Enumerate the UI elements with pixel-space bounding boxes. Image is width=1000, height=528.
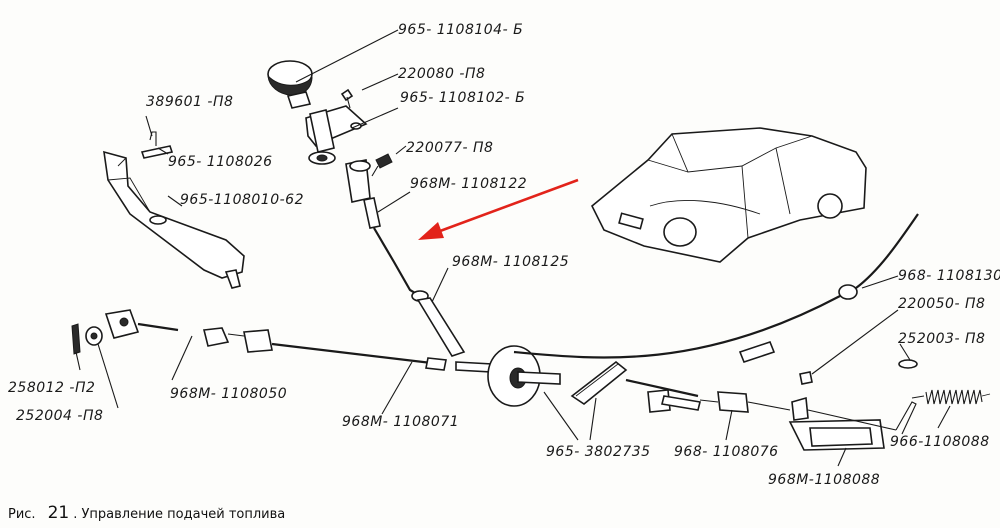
label-968m-1108088: 968М-1108088 <box>768 472 880 488</box>
caption-prefix: Рис. <box>8 507 36 522</box>
cable-sheath-1108125 <box>411 290 466 357</box>
leader-lines <box>75 29 951 467</box>
accelerator-pedal <box>103 150 245 289</box>
washer-252004 <box>85 326 103 346</box>
label-220080-p8: 220080 -П8 <box>398 66 485 82</box>
label-220050-p8: 220050- П8 <box>898 296 985 312</box>
throttle-bracket <box>788 396 917 451</box>
label-389601-p8: 389601 -П8 <box>146 94 233 110</box>
split-pin-258012 <box>71 323 81 355</box>
cable-1108050 <box>203 327 447 371</box>
label-968-1108130: 968- 1108130 <box>898 268 1000 284</box>
bellcrank-lever <box>455 345 628 407</box>
figure-caption: Рис. 21 . Управление подачей топлива <box>8 503 285 523</box>
screw-220080 <box>340 88 354 109</box>
label-966-1108088: 966-1108088 <box>890 434 990 450</box>
caption-number: 21 <box>48 503 70 523</box>
knob-bracket <box>305 105 371 203</box>
label-965-1108102-b: 965- 1108102- Б <box>400 90 525 106</box>
spring-966-1108088 <box>911 389 991 405</box>
car-sketch <box>590 127 867 263</box>
label-965-3802735: 965- 3802735 <box>546 444 651 460</box>
label-968-1108076: 968- 1108076 <box>674 444 779 460</box>
adjuster-1108076 <box>699 391 791 413</box>
label-968m-1108071: 968М- 1108071 <box>342 414 459 430</box>
label-252004-p8: 252004 -П8 <box>16 408 103 424</box>
label-968m-1108050: 968М- 1108050 <box>170 386 287 402</box>
washer-252003 <box>898 359 918 369</box>
screw-220050 <box>799 371 813 385</box>
caption-text: . Управление подачей топлива <box>73 507 285 522</box>
control-knob <box>267 60 313 109</box>
label-258012-p2: 258012 -П2 <box>8 380 95 396</box>
svg-text:Рис. 21 . Управлен: Рис. 21 . Управление подачей топлива <box>8 503 285 523</box>
cable-1108130 <box>513 213 919 363</box>
pedal-pin <box>140 131 174 159</box>
label-965-1108010-62: 965-1108010-62 <box>180 192 304 208</box>
label-968m-1108122: 968М- 1108122 <box>410 176 527 192</box>
label-252003-p8: 252003- П8 <box>898 331 985 347</box>
label-965-1108104-b: 965- 1108104- Б <box>398 22 523 38</box>
rod-linkage <box>625 378 701 413</box>
knob-cable <box>363 197 421 297</box>
screw-220077 <box>371 153 393 177</box>
label-220077-p8: 220077- П8 <box>406 140 493 156</box>
part-labels: 965- 1108104- Б 220080 -П8 965- 1108102-… <box>8 22 1000 488</box>
indicator-arrow <box>418 178 579 240</box>
label-968m-1108125: 968М- 1108125 <box>452 254 569 270</box>
cable-end-fitting <box>104 309 179 339</box>
label-965-1108026: 965- 1108026 <box>168 154 273 170</box>
